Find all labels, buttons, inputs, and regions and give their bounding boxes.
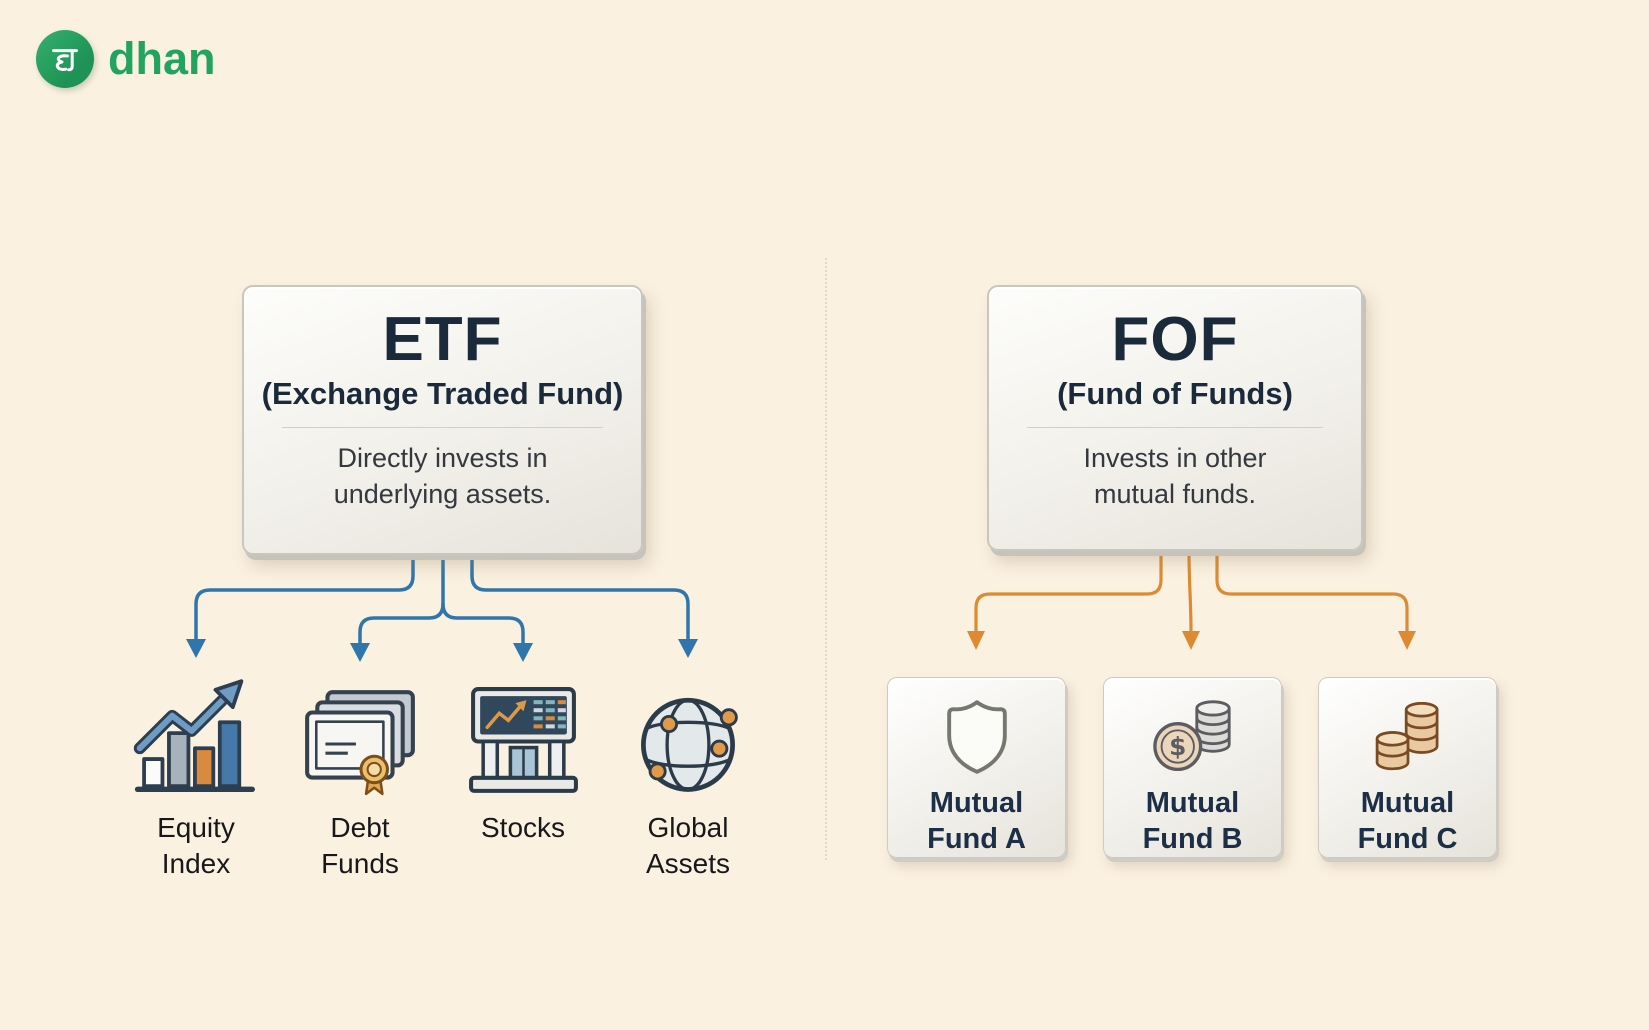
mutual-fund-card-a: Mutual Fund A (887, 677, 1066, 858)
asset-item-equity-index: Equity Index (111, 656, 281, 883)
stocks-icon (468, 687, 578, 793)
fund-icon-box: $ (1147, 694, 1239, 779)
asset-icon-box (131, 656, 261, 798)
asset-label: Equity Index (157, 812, 235, 880)
etf-subtitle: (Exchange Traded Fund) (261, 376, 624, 412)
etf-box: ETF (Exchange Traded Fund) Directly inve… (242, 285, 643, 555)
fund-label: Mutual Fund A (927, 787, 1026, 855)
mutual-fund-card-b: $ Mutual Fund B (1103, 677, 1282, 858)
section-divider (825, 258, 827, 860)
shield-icon (946, 699, 1007, 774)
asset-item-stocks: Stocks (438, 656, 608, 846)
etf-divider-line (282, 427, 603, 429)
fund-label: Mutual Fund C (1357, 787, 1458, 855)
asset-icon-box (463, 656, 584, 798)
asset-label: Debt Funds (321, 812, 399, 880)
mutual-fund-card-c: Mutual Fund C (1318, 677, 1497, 858)
fof-divider-line (1027, 427, 1323, 429)
fund-label: Mutual Fund B (1142, 787, 1243, 855)
global-assets-icon (641, 697, 738, 792)
svg-text:$: $ (1169, 732, 1186, 761)
asset-item-debt-funds: Debt Funds (275, 656, 445, 883)
debt-funds-icon (305, 690, 415, 796)
asset-label: Stocks (480, 812, 566, 843)
fof-box: FOF (Fund of Funds) Invests in other mut… (987, 285, 1363, 551)
asset-item-global-assets: Global Assets (603, 656, 773, 883)
brand-logo: dhan (36, 30, 216, 88)
brand-wordmark: dhan (108, 33, 216, 84)
coin-stacks-icon (1375, 701, 1438, 770)
dhan-devanagari-glyph-icon (52, 49, 78, 72)
fof-title: FOF (1111, 305, 1239, 374)
fund-icon-box (940, 694, 1014, 779)
asset-icon-box (299, 656, 421, 798)
etf-connector-arrows (186, 553, 698, 662)
fof-connector-arrows (967, 549, 1416, 650)
fund-icon-box (1364, 694, 1452, 779)
fof-description: Invests in other mutual funds. (1083, 443, 1267, 509)
asset-label: Global Assets (645, 812, 731, 880)
logo-circle (36, 30, 94, 88)
dollar-coins-icon: $ (1152, 699, 1231, 771)
etf-title: ETF (382, 305, 503, 374)
equity-index-icon (133, 679, 255, 793)
fof-subtitle: (Fund of Funds) (1057, 376, 1293, 412)
asset-icon-box (629, 656, 747, 798)
etf-description: Directly invests in underlying assets. (333, 443, 552, 509)
